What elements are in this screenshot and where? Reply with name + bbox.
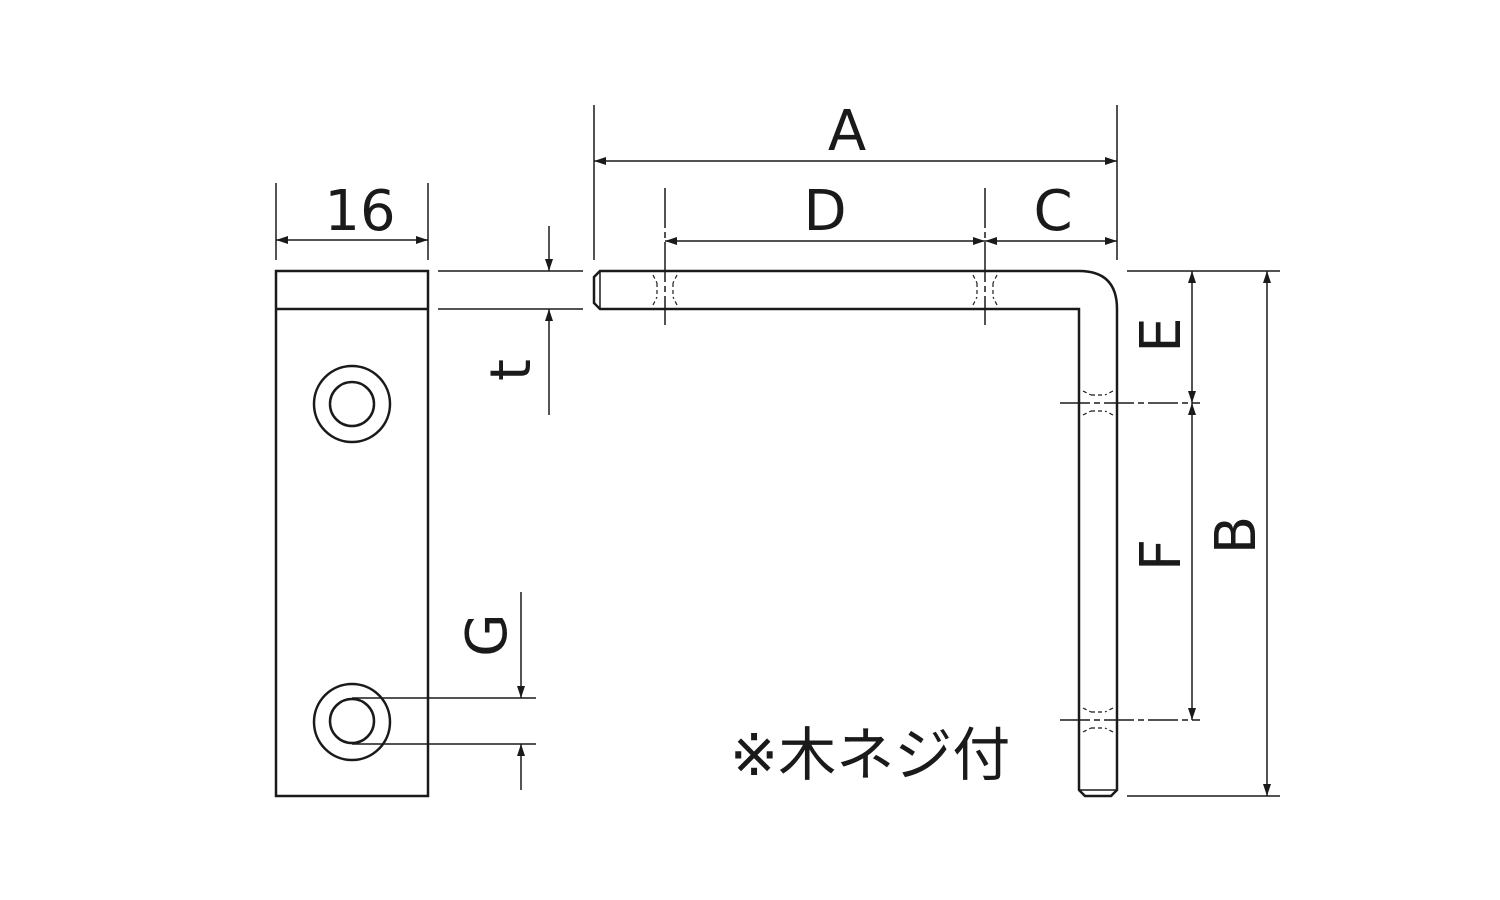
dimension-width: 16: [275, 179, 429, 260]
dimension-top: A D C: [593, 99, 1118, 325]
length-a-label: A: [828, 99, 866, 164]
length-b-label: B: [1204, 516, 1269, 554]
wood-screw-note: ※木ネジ付: [730, 721, 1011, 789]
side-view: [274, 269, 430, 798]
length-d-label: D: [803, 179, 846, 244]
length-e-label: E: [1129, 317, 1194, 352]
screw-hole-bottom: [312, 682, 392, 762]
screw-hole-top: [312, 364, 392, 444]
dimension-hole-offset: G: [352, 592, 536, 790]
bracket-profile: [592, 269, 1119, 798]
length-c-label: C: [1033, 179, 1072, 244]
dimension-right: E F B: [1060, 270, 1280, 797]
dimension-thickness: t: [438, 226, 583, 415]
length-f-label: F: [1129, 539, 1194, 571]
width-label: 16: [324, 179, 395, 244]
hole-offset-label: G: [455, 613, 520, 656]
thickness-label: t: [479, 359, 544, 381]
